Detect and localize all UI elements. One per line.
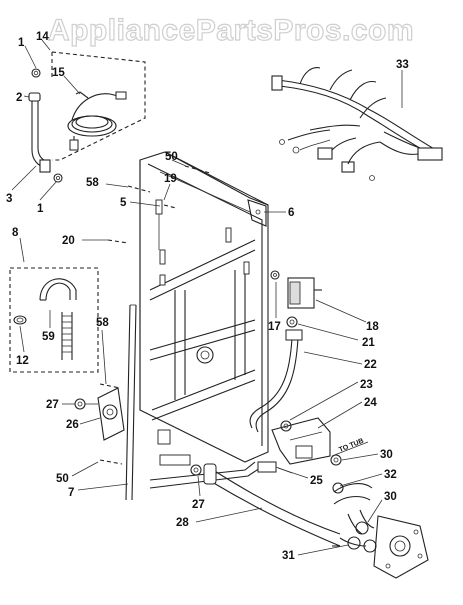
callout-27-bottom: 27: [192, 499, 205, 511]
power-cord-icon: [67, 91, 127, 151]
drain-support-kit-box: [9, 267, 99, 373]
callout-8: 8: [12, 227, 19, 239]
callout-30-bottom: 30: [384, 491, 397, 503]
callout-58-bottom: 58: [96, 317, 109, 329]
callout-12: 12: [16, 355, 29, 367]
callout-23: 23: [360, 379, 373, 391]
inlet-hose-icon: [28, 68, 63, 183]
rear-panel: [139, 151, 269, 489]
callout-6: 6: [288, 207, 294, 219]
leader-lines: [11, 39, 403, 556]
callout-59: 59: [42, 331, 55, 343]
pressure-switch-icon: [270, 270, 322, 328]
watermark-text: AppliancePartsPros.com: [48, 14, 414, 47]
water-valve-icon: [74, 387, 125, 441]
side-rail: [125, 304, 137, 501]
callout-50-bottom: 50: [56, 473, 69, 485]
inlet-valve-icon: [271, 417, 331, 465]
callout-3: 3: [6, 193, 12, 205]
power-cord-kit-box: [51, 51, 146, 161]
callout-24: 24: [364, 397, 377, 409]
callout-31: 31: [282, 550, 295, 562]
callout-25: 25: [310, 475, 323, 487]
callout-18: 18: [366, 321, 379, 333]
callout-14: 14: [36, 31, 49, 43]
callout-26: 26: [66, 419, 79, 431]
callout-30-top: 30: [380, 449, 393, 461]
callout-21: 21: [362, 337, 375, 349]
callout-1-bottom: 1: [37, 203, 44, 215]
callout-27-left: 27: [46, 399, 59, 411]
pump-outlet-icon: [332, 482, 429, 579]
wire-harness-icon: [271, 67, 443, 181]
callout-50-top: 50: [165, 151, 178, 163]
callout-19: 19: [164, 173, 177, 185]
pressure-hose-icon: [249, 329, 303, 433]
callout-5: 5: [120, 197, 127, 209]
callout-58-top: 58: [86, 177, 99, 189]
callout-20: 20: [62, 235, 75, 247]
screws-icon: [99, 165, 211, 476]
callout-2: 2: [16, 92, 22, 104]
to-tub-note: TO TUB: [338, 438, 365, 454]
callout-17: 17: [268, 321, 281, 333]
callout-28: 28: [176, 517, 189, 529]
callout-15: 15: [52, 67, 65, 79]
drain-hose-icon: [203, 463, 341, 547]
hose-clamp-icon: [330, 454, 342, 466]
callout-1-top: 1: [18, 37, 25, 49]
callout-22: 22: [364, 359, 377, 371]
callout-33: 33: [396, 59, 409, 71]
callout-7: 7: [68, 487, 74, 499]
callout-32: 32: [384, 469, 397, 481]
